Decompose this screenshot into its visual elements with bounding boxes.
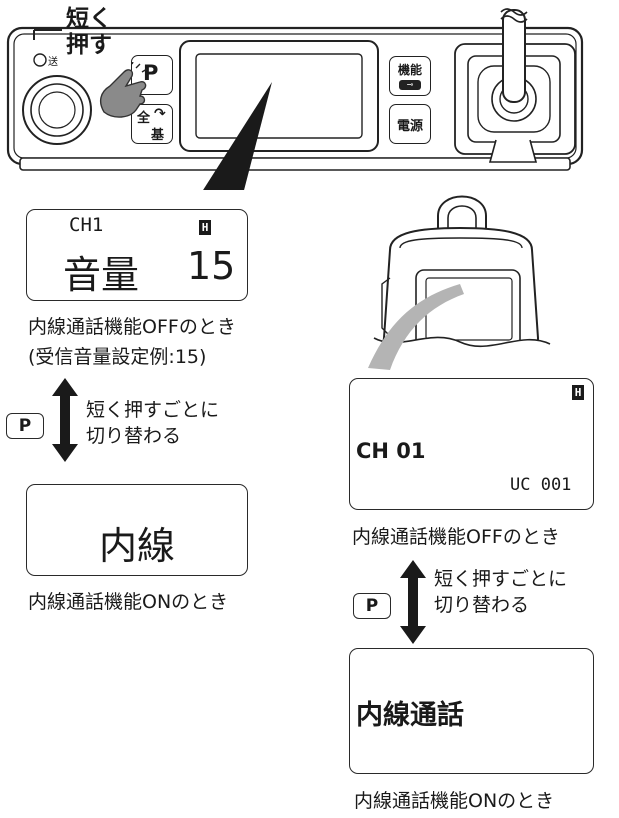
- radio-front-panel: 短く 押す 送 P 全 基 ↷ 機能 ⊸ 電源: [0, 0, 619, 198]
- key-icon: ⊸: [399, 80, 421, 90]
- channel-switch-button[interactable]: 全 基 ↷: [131, 104, 173, 144]
- power-indicator-icon: H: [199, 220, 211, 235]
- power-button[interactable]: 電源: [389, 104, 431, 144]
- microphone-illustration: [368, 195, 551, 378]
- volume-value: 15: [187, 244, 236, 288]
- right-toggle-note: 短く押すごとに 切り替わる: [434, 568, 568, 616]
- function-button[interactable]: 機能 ⊸: [389, 56, 431, 96]
- channel-label: CH1: [69, 214, 104, 236]
- intercom-call-label: 内線通話: [356, 700, 464, 731]
- left-lcd-off: CH1 H 音量 15: [26, 209, 248, 301]
- p-button-label: P: [143, 61, 159, 85]
- left-caption-on: 内線通話機能ONのとき: [28, 591, 229, 613]
- intercom-label: 内線: [99, 524, 176, 568]
- right-p-key: P: [353, 593, 391, 619]
- left-lcd-on: 内線: [26, 484, 248, 576]
- right-caption-on: 内線通話機能ONのとき: [354, 790, 555, 812]
- volume-label: 音量: [63, 253, 140, 297]
- swap-arrow-icon: ↷: [154, 106, 166, 122]
- press-label: 短く 押す: [66, 6, 112, 58]
- power-indicator-icon: H: [572, 385, 584, 400]
- left-toggle-note: 短く押すごとに 切り替わる: [86, 399, 220, 447]
- right-lcd-off: H CH 01 UC 001: [349, 378, 594, 510]
- left-caption-example: (受信音量設定例:15): [28, 346, 207, 368]
- user-code-label: UC 001: [510, 475, 572, 495]
- right-lcd-on: 内線通話: [349, 648, 594, 774]
- hand-press-icon: [99, 62, 148, 118]
- right-caption-off: 内線通話機能OFFのとき: [352, 526, 560, 548]
- up-down-arrow-icon: [400, 560, 426, 644]
- left-caption-off: 内線通話機能OFFのとき: [28, 316, 236, 338]
- channel-label: CH 01: [356, 439, 426, 463]
- up-down-arrow-icon: [52, 378, 78, 462]
- transmit-label: 送: [48, 57, 58, 68]
- left-p-key: P: [6, 413, 44, 439]
